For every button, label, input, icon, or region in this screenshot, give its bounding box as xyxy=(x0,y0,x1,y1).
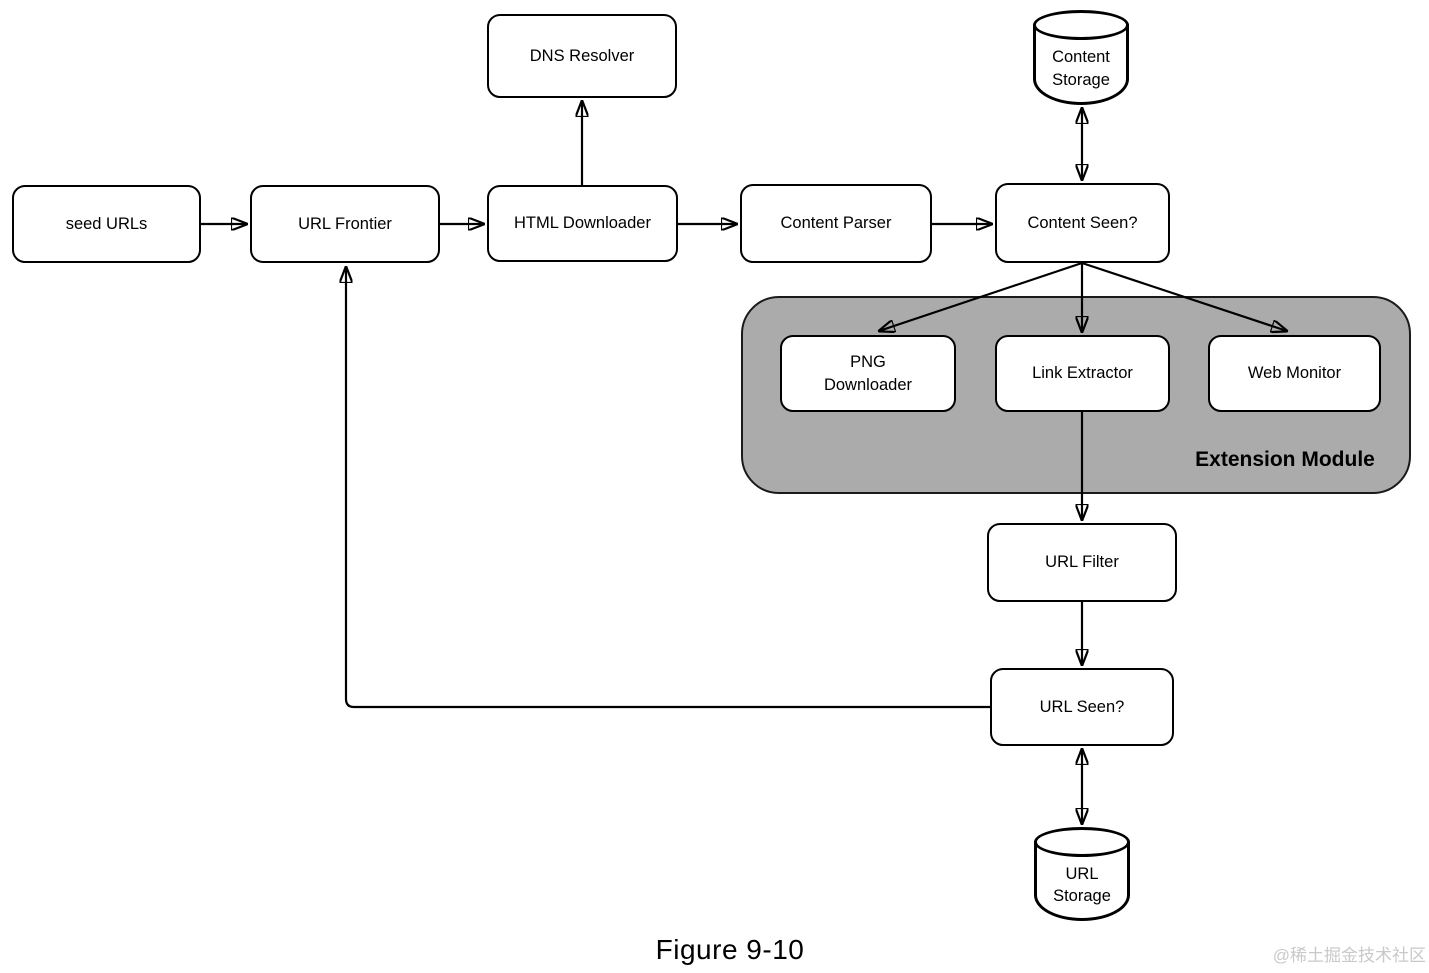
node-link-extractor: Link Extractor xyxy=(995,335,1170,412)
node-label-png-downloader: PNG Downloader xyxy=(823,353,913,394)
node-content-parser: Content Parser xyxy=(740,184,932,263)
node-content-storage: Content Storage xyxy=(1033,10,1129,105)
node-label-content-storage: Content Storage xyxy=(1052,48,1110,89)
node-label-content-seen: Content Seen? xyxy=(1027,213,1138,232)
cylinder-top-icon xyxy=(1034,827,1130,857)
node-url-storage: URL Storage xyxy=(1034,827,1130,921)
extension-module-label: Extension Module xyxy=(1195,448,1375,471)
node-label-url-frontier: URL Frontier xyxy=(298,214,392,233)
node-label-url-seen: URL Seen? xyxy=(1039,697,1125,716)
node-url-seen: URL Seen? xyxy=(990,668,1174,746)
node-label-url-filter: URL Filter xyxy=(1045,553,1119,572)
node-seed-urls: seed URLs xyxy=(12,185,201,263)
watermark: @稀土掘金技术社区 xyxy=(1272,946,1426,965)
node-dns-resolver: DNS Resolver xyxy=(487,14,677,98)
node-web-monitor: Web Monitor xyxy=(1208,335,1381,412)
node-label-seed-urls: seed URLs xyxy=(65,214,148,233)
node-label-link-extractor: Link Extractor xyxy=(1032,364,1133,383)
node-label-html-downloader: HTML Downloader xyxy=(514,214,651,233)
edge-urlseen-to-frontier-loop xyxy=(346,267,990,709)
figure-caption: Figure 9-10 xyxy=(655,934,805,965)
node-label-content-parser: Content Parser xyxy=(780,214,892,233)
edge-seen-to-png xyxy=(879,261,1083,331)
node-html-downloader: HTML Downloader xyxy=(487,185,678,262)
node-png-downloader: PNG Downloader xyxy=(780,335,956,412)
node-url-filter: URL Filter xyxy=(987,523,1177,602)
cylinder-top-icon xyxy=(1033,10,1129,40)
node-label-url-storage: URL Storage xyxy=(1053,864,1111,905)
node-url-frontier: URL Frontier xyxy=(250,185,440,263)
edge-seen-to-monitor xyxy=(1081,261,1287,331)
node-label-web-monitor: Web Monitor xyxy=(1247,364,1342,383)
node-label-dns-resolver: DNS Resolver xyxy=(529,46,635,65)
node-content-seen: Content Seen? xyxy=(995,183,1170,263)
